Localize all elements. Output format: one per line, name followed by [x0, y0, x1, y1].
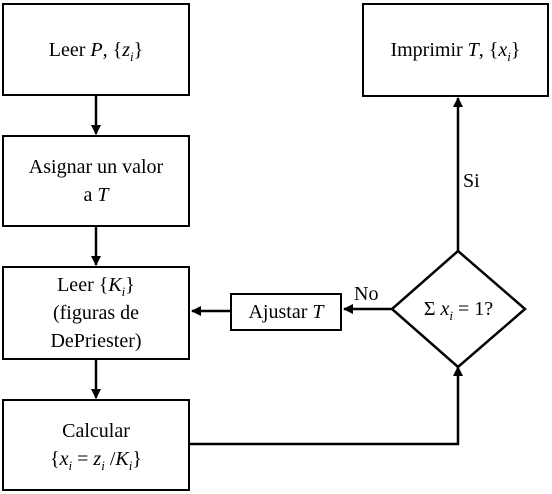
read-k-suffix: }: [125, 274, 135, 296]
read-p-suffix: }: [133, 38, 144, 61]
print-var-t: T: [467, 39, 479, 61]
read-k-line2: (figuras de: [52, 302, 140, 324]
read-k-box: Leer {Ki} (figuras de DePriester): [2, 266, 190, 360]
read-p-sep: , {: [102, 38, 123, 61]
assign-t-line1: Asignar un valor: [28, 156, 164, 178]
read-p-var-z: z: [122, 38, 131, 61]
decision-var-x: x: [440, 298, 450, 320]
decision-diamond-shape: [390, 249, 527, 369]
calc-divide: /: [104, 448, 116, 470]
assign-t-var-t: T: [97, 184, 109, 206]
read-k-var-k: K: [108, 274, 122, 296]
read-p-z-box: Leer P, {zi}: [2, 3, 190, 96]
read-p-z-label: Leer P, {zi}: [49, 36, 144, 64]
adjust-t-label: Ajustar T: [248, 298, 323, 326]
calc-sub-k: i: [128, 458, 133, 473]
read-p-prefix: Leer: [48, 38, 91, 61]
print-suffix: }: [510, 39, 521, 61]
assign-t-line2-prefix: a: [83, 184, 98, 206]
calc-brace-close: }: [132, 448, 142, 470]
read-k-line1: Leer {Ki}: [57, 271, 135, 299]
calc-brace-open: {: [50, 448, 60, 470]
assign-t-line2: a T: [83, 181, 108, 209]
adjust-t-box: Ajustar T: [230, 293, 342, 331]
arrow-calculate-to-decision: [188, 366, 463, 446]
adjust-t-var-t: T: [312, 301, 324, 323]
print-sub-i: i: [507, 49, 511, 64]
read-p-sub-i: i: [130, 48, 134, 64]
decision-sub-i: i: [449, 308, 453, 323]
print-prefix: Imprimir: [390, 39, 468, 61]
assign-t-box: Asignar un valor a T: [2, 135, 190, 227]
calculate-line1: Calcular: [62, 420, 130, 442]
read-k-prefix: Leer {: [57, 274, 109, 296]
calc-sub-z: i: [101, 458, 105, 473]
calculate-formula: {xi = zi /Ki}: [50, 445, 142, 473]
edge-label-si: Si: [463, 170, 480, 192]
calc-var-x: x: [59, 448, 69, 470]
read-k-sub-i: i: [121, 284, 126, 299]
print-sep: , {: [478, 39, 499, 61]
read-p-var-p: P: [90, 38, 103, 61]
decision-label: Σ xi = 1?: [392, 296, 525, 322]
print-var-x: x: [498, 39, 508, 61]
calc-equals: =: [72, 448, 94, 470]
calc-var-z: z: [93, 448, 102, 470]
adjust-t-prefix: Ajustar: [248, 301, 313, 323]
read-k-line3: DePriester): [50, 330, 142, 352]
decision-suffix: = 1?: [453, 298, 494, 320]
decision-sigma: Σ: [423, 298, 441, 320]
calculate-box: Calcular {xi = zi /Ki}: [2, 399, 190, 491]
edge-label-no: No: [354, 283, 379, 305]
print-label: Imprimir T, {xi}: [390, 36, 520, 64]
print-box: Imprimir T, {xi}: [362, 3, 549, 97]
calc-var-k: K: [115, 448, 129, 470]
calc-sub-x: i: [68, 458, 73, 473]
